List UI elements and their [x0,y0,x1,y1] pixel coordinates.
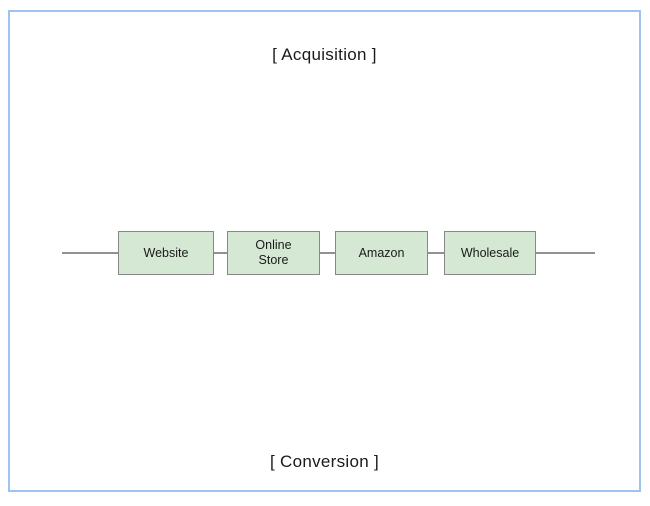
flow-node-amazon[interactable]: Amazon [335,231,428,275]
flow-node-website[interactable]: Website [118,231,214,275]
connector-lead-out [536,252,595,254]
flow-node-online-store[interactable]: Online Store [227,231,320,275]
conversion-section-label: [ Conversion ] [269,452,380,471]
connector-online-store-to-amazon [320,252,335,254]
flow-node-wholesale[interactable]: Wholesale [444,231,536,275]
connector-website-to-online-store [214,252,227,254]
connector-lead-in [62,252,118,254]
acquisition-section-label: [ Acquisition ] [272,45,377,64]
diagram-frame: [ Acquisition ] Website Online Store Ama… [8,10,641,492]
flow-chain: Website Online Store Amazon Wholesale [10,231,639,275]
connector-amazon-to-wholesale [428,252,444,254]
